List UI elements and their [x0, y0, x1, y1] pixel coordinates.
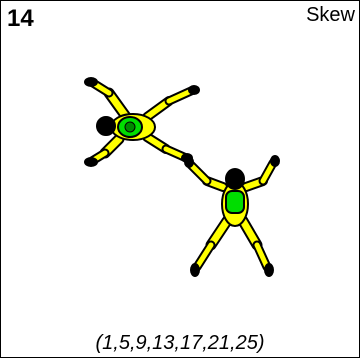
formation-number: 14 — [7, 5, 34, 32]
sequence-label: (1,5,9,13,17,21,25) — [95, 332, 265, 354]
skydiver-b-icon — [184, 155, 280, 277]
formation-name: Skew — [306, 4, 355, 26]
skydiver-a-icon — [84, 77, 200, 167]
